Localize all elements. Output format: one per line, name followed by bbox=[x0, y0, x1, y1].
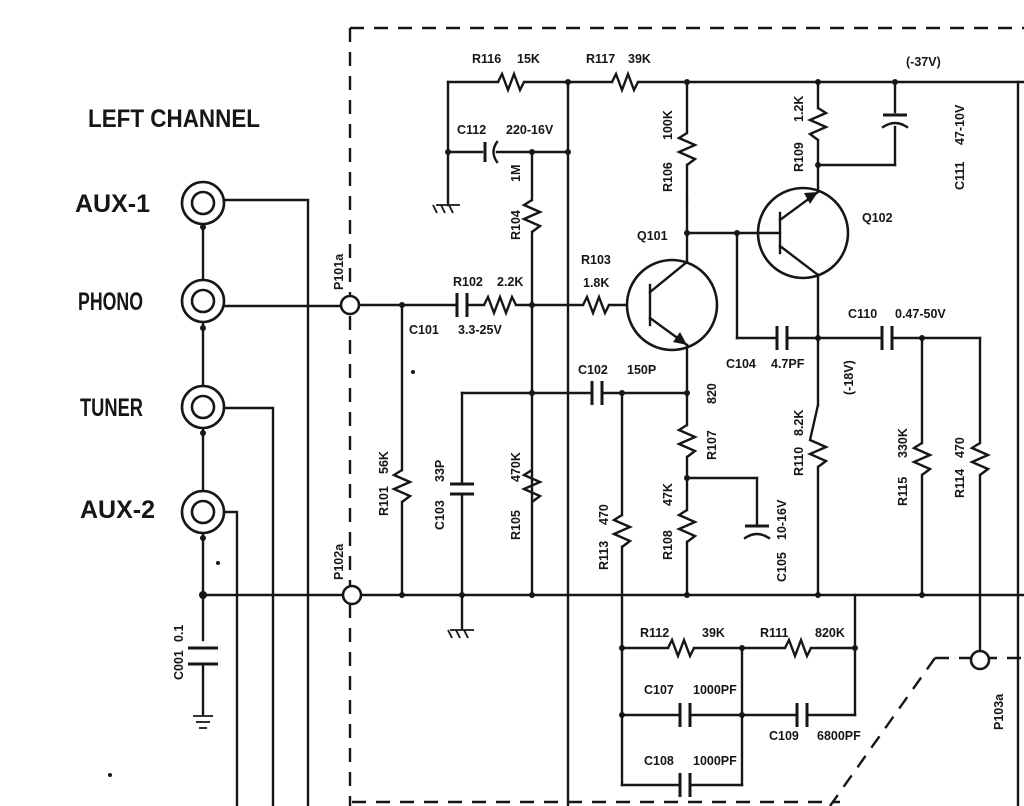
r117-value: 39K bbox=[628, 52, 651, 66]
c001-value: 0.1 bbox=[172, 625, 186, 642]
input-label-aux1: AUX-1 bbox=[75, 190, 150, 218]
c102-ref: C102 bbox=[578, 363, 608, 377]
input-label-tuner: TUNER bbox=[80, 394, 143, 422]
r110 bbox=[807, 404, 829, 598]
r109-ref: R109 bbox=[792, 142, 806, 172]
c103-ref: C103 bbox=[433, 500, 447, 530]
c109-ref: C109 bbox=[769, 729, 799, 743]
c111-value: 47-10V bbox=[953, 104, 967, 145]
c109-value: 6800PF bbox=[817, 729, 861, 743]
jack-leads bbox=[108, 198, 1024, 806]
r108-ref: R108 bbox=[661, 530, 675, 560]
c107-value: 1000PF bbox=[693, 683, 737, 697]
r109-value: 1.2K bbox=[792, 96, 806, 122]
c108-value: 1000PF bbox=[693, 754, 737, 768]
r104-value: 1M bbox=[509, 165, 523, 182]
port-p101 bbox=[339, 294, 361, 316]
r114-ref: R114 bbox=[953, 469, 967, 498]
r113-value: 470 bbox=[597, 504, 611, 525]
r105-value: 470K bbox=[509, 452, 523, 482]
input-coupling bbox=[357, 293, 652, 598]
input-label-phono: PHONO bbox=[78, 288, 143, 316]
r114-value: 470 bbox=[953, 437, 967, 458]
transistor-q102 bbox=[685, 186, 982, 407]
c110-ref: C110 bbox=[848, 307, 877, 321]
r117-ref: R117 bbox=[586, 52, 615, 66]
r110-value: 8.2K bbox=[792, 410, 806, 436]
channel-title: LEFT CHANNEL bbox=[88, 105, 260, 133]
port-label-p101: P101a bbox=[332, 253, 346, 290]
r104-ref: R104 bbox=[509, 210, 523, 240]
jack-aux2 bbox=[180, 489, 226, 535]
c110-value: 0.47-50V bbox=[895, 307, 946, 321]
input-label-aux2: AUX-2 bbox=[80, 496, 155, 524]
r113 bbox=[611, 391, 633, 718]
r109-c111 bbox=[807, 79, 909, 192]
rail-voltage-label: (-37V) bbox=[906, 55, 941, 69]
jack-aux1 bbox=[180, 180, 226, 226]
module-boundary bbox=[348, 26, 1024, 806]
port-p102 bbox=[341, 584, 363, 606]
c104-ref: C104 bbox=[726, 357, 756, 371]
c103-value: 33P bbox=[433, 460, 447, 482]
c104-value: 4.7PF bbox=[771, 357, 805, 371]
r110-ref: R110 bbox=[792, 447, 806, 476]
c105-value: 10-16V bbox=[775, 499, 789, 540]
port-label-p102: P102a bbox=[332, 543, 346, 580]
c102-value: 150P bbox=[627, 363, 656, 377]
r101-value: 56K bbox=[377, 451, 391, 474]
r102-value: 2.2K bbox=[497, 275, 523, 289]
r105-ref: R105 bbox=[509, 510, 523, 540]
r113-ref: R113 bbox=[597, 541, 611, 570]
jack-tuner bbox=[180, 384, 226, 430]
c108-ref: C108 bbox=[644, 754, 674, 768]
jack-phono bbox=[180, 278, 226, 324]
r115-r114 bbox=[911, 80, 1020, 806]
input-jacks bbox=[180, 180, 226, 599]
c111-ref: C111 bbox=[953, 161, 967, 190]
q102-label: Q102 bbox=[862, 211, 893, 225]
port-label-p103: P103a bbox=[992, 693, 1006, 730]
r107-ref: R107 bbox=[705, 430, 719, 460]
c101-value: 3.3-25V bbox=[458, 323, 502, 337]
emitter-network bbox=[676, 423, 771, 598]
r105 bbox=[521, 468, 543, 598]
r108-value: 47K bbox=[661, 483, 675, 506]
c112-value: 220-16V bbox=[506, 123, 554, 137]
r102-ref: R102 bbox=[453, 275, 483, 289]
r111-value: 820K bbox=[815, 626, 845, 640]
c001-ref: C001 bbox=[172, 650, 186, 680]
r103-value: 1.8K bbox=[583, 276, 609, 290]
r112-value: 39K bbox=[702, 626, 725, 640]
r115-ref: R115 bbox=[896, 477, 910, 506]
c101-ref: C101 bbox=[409, 323, 439, 337]
r106-load bbox=[676, 79, 698, 236]
r103-ref: R103 bbox=[581, 253, 611, 267]
r106-value: 100K bbox=[661, 110, 675, 140]
top-network bbox=[432, 70, 1024, 806]
r111-ref: R111 bbox=[760, 626, 789, 640]
r115-value: 330K bbox=[896, 428, 910, 458]
c107-ref: C107 bbox=[644, 683, 674, 697]
r101-ref: R101 bbox=[377, 486, 391, 516]
r116-value: 15K bbox=[517, 52, 540, 66]
r116-ref: R116 bbox=[472, 52, 501, 66]
mid-voltage-label: (-18V) bbox=[842, 360, 856, 395]
q101-label: Q101 bbox=[637, 229, 668, 243]
r112-ref: R112 bbox=[640, 626, 669, 640]
c112-ref: C112 bbox=[457, 123, 486, 137]
r107-value: 820 bbox=[705, 383, 719, 404]
c105-ref: C105 bbox=[775, 552, 789, 582]
port-p103 bbox=[969, 649, 991, 671]
c102-c103 bbox=[447, 381, 690, 639]
r106-ref: R106 bbox=[661, 162, 675, 192]
riaa-network bbox=[620, 593, 858, 797]
